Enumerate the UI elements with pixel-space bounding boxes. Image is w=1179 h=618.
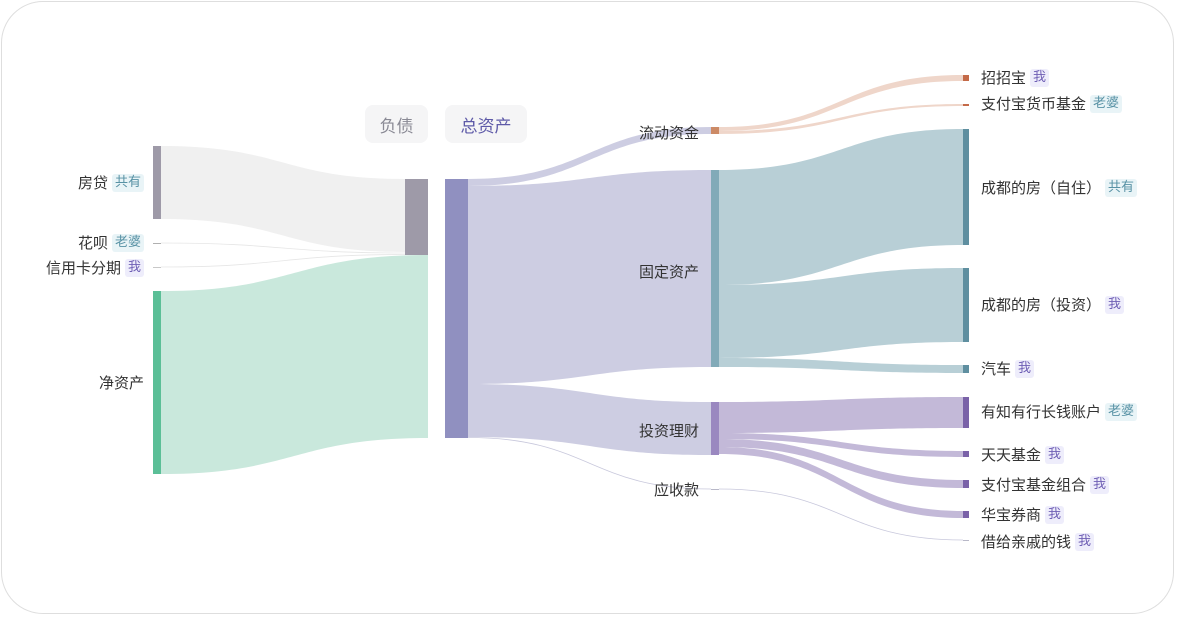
link-invest-youzhiyouxing (719, 397, 963, 433)
link-total-liquid (468, 127, 711, 186)
mid_nodes-label-0: 流动资金 (639, 123, 699, 143)
owner-tag: 老婆 (1105, 403, 1138, 421)
node-house-invest[interactable] (963, 268, 969, 342)
owner-tag: 我 (1030, 69, 1050, 87)
link-liquid-alipay-money (719, 104, 963, 134)
right_nodes-label-1: 支付宝货币基金老婆 (981, 94, 1123, 114)
node-credit[interactable] (153, 267, 161, 268)
node-tiantian[interactable] (963, 451, 969, 457)
owner-tag: 我 (1105, 296, 1125, 314)
link-total-receivable (467, 437, 712, 490)
left_nodes-label-1: 花呗老婆 (78, 233, 144, 253)
link-total-invest (468, 384, 711, 455)
link-mortgage-liabilities (161, 146, 405, 252)
node-name: 支付宝基金组合 (981, 476, 1087, 494)
node-zhaozhaobao[interactable] (963, 75, 969, 81)
node-name: 成都的房（投资） (981, 296, 1102, 314)
node-mortgage[interactable] (153, 146, 161, 219)
node-house-self[interactable] (963, 129, 969, 245)
mid_nodes-label-3: 应收款 (654, 480, 699, 500)
node-huabao[interactable] (963, 511, 969, 518)
mid_nodes-label-2: 投资理财 (639, 421, 699, 441)
link-fixed-house-invest (719, 268, 963, 358)
link-fixed-car (719, 358, 963, 373)
owner-tag: 我 (1090, 476, 1110, 494)
owner-tag: 我 (1045, 506, 1065, 524)
link-invest-huabao (719, 447, 963, 518)
mid_nodes-label-1: 固定资产 (639, 262, 699, 282)
node-name: 招招宝 (981, 69, 1027, 87)
left_nodes-label-2: 信用卡分期我 (46, 258, 144, 278)
right_nodes-label-8: 华宝券商我 (981, 505, 1065, 525)
node-youzhiyouxing[interactable] (963, 397, 969, 428)
node-alipay-money[interactable] (963, 104, 969, 106)
column-header-total-assets: 总资产 (445, 105, 527, 143)
node-fixed[interactable] (711, 170, 719, 367)
left_nodes-label-3: 净资产 (99, 373, 144, 393)
node-liabilities[interactable] (405, 179, 428, 255)
link-fixed-house-self (719, 129, 963, 285)
link-total-fixed (468, 170, 711, 384)
node-car[interactable] (963, 365, 969, 373)
node-name: 华宝券商 (981, 506, 1042, 524)
right_nodes-label-7: 支付宝基金组合我 (981, 475, 1110, 495)
node-name: 支付宝货币基金 (981, 95, 1087, 113)
right_nodes-label-3: 成都的房（投资）我 (981, 295, 1125, 315)
node-name: 汽车 (981, 360, 1012, 378)
link-liquid-zhaozhaobao (719, 75, 963, 131)
owner-tag: 我 (1075, 533, 1095, 551)
owner-tag: 共有 (111, 174, 144, 192)
node-name: 房贷 (77, 174, 108, 192)
node-name: 固定资产 (638, 263, 699, 281)
link-invest-alipay-fund (719, 439, 963, 488)
node-name: 有知有行长钱账户 (981, 403, 1102, 421)
node-liquid[interactable] (711, 127, 719, 134)
right_nodes-label-5: 有知有行长钱账户老婆 (981, 402, 1138, 422)
node-total-assets[interactable] (445, 179, 468, 438)
link-receivable-relatives (718, 488, 964, 541)
left_nodes-label-0: 房贷共有 (78, 173, 144, 193)
node-net-assets[interactable] (153, 291, 161, 474)
link-invest-tiantian (719, 433, 963, 457)
node-name: 花呗 (77, 234, 108, 252)
node-name: 成都的房（自住） (981, 179, 1102, 197)
owner-tag: 老婆 (111, 234, 144, 252)
node-alipay-fund[interactable] (963, 480, 969, 488)
node-invest[interactable] (711, 402, 719, 455)
node-name: 净资产 (98, 374, 144, 392)
link-credit-liabilities (160, 254, 406, 268)
node-name: 应收款 (653, 481, 699, 499)
owner-tag: 我 (1045, 446, 1065, 464)
node-name: 借给亲戚的钱 (981, 533, 1072, 551)
node-name: 信用卡分期 (45, 259, 121, 277)
right_nodes-label-9: 借给亲戚的钱我 (981, 532, 1095, 552)
owner-tag: 我 (124, 259, 144, 277)
owner-tag: 共有 (1105, 179, 1138, 197)
node-name: 天天基金 (981, 446, 1042, 464)
node-relatives[interactable] (963, 540, 969, 541)
node-name: 投资理财 (638, 422, 699, 440)
link-net-assets (161, 255, 428, 474)
column-header-liabilities: 负债 (365, 105, 428, 143)
right_nodes-label-6: 天天基金我 (981, 445, 1065, 465)
node-name: 流动资金 (638, 124, 699, 142)
owner-tag: 老婆 (1090, 95, 1123, 113)
right_nodes-label-4: 汽车我 (981, 359, 1035, 379)
owner-tag: 我 (1015, 360, 1035, 378)
right_nodes-label-0: 招招宝我 (981, 68, 1050, 88)
link-huabei-liabilities (160, 242, 406, 254)
right_nodes-label-2: 成都的房（自住）共有 (981, 178, 1138, 198)
node-receivable[interactable] (711, 489, 719, 490)
node-huabei[interactable] (153, 243, 161, 244)
